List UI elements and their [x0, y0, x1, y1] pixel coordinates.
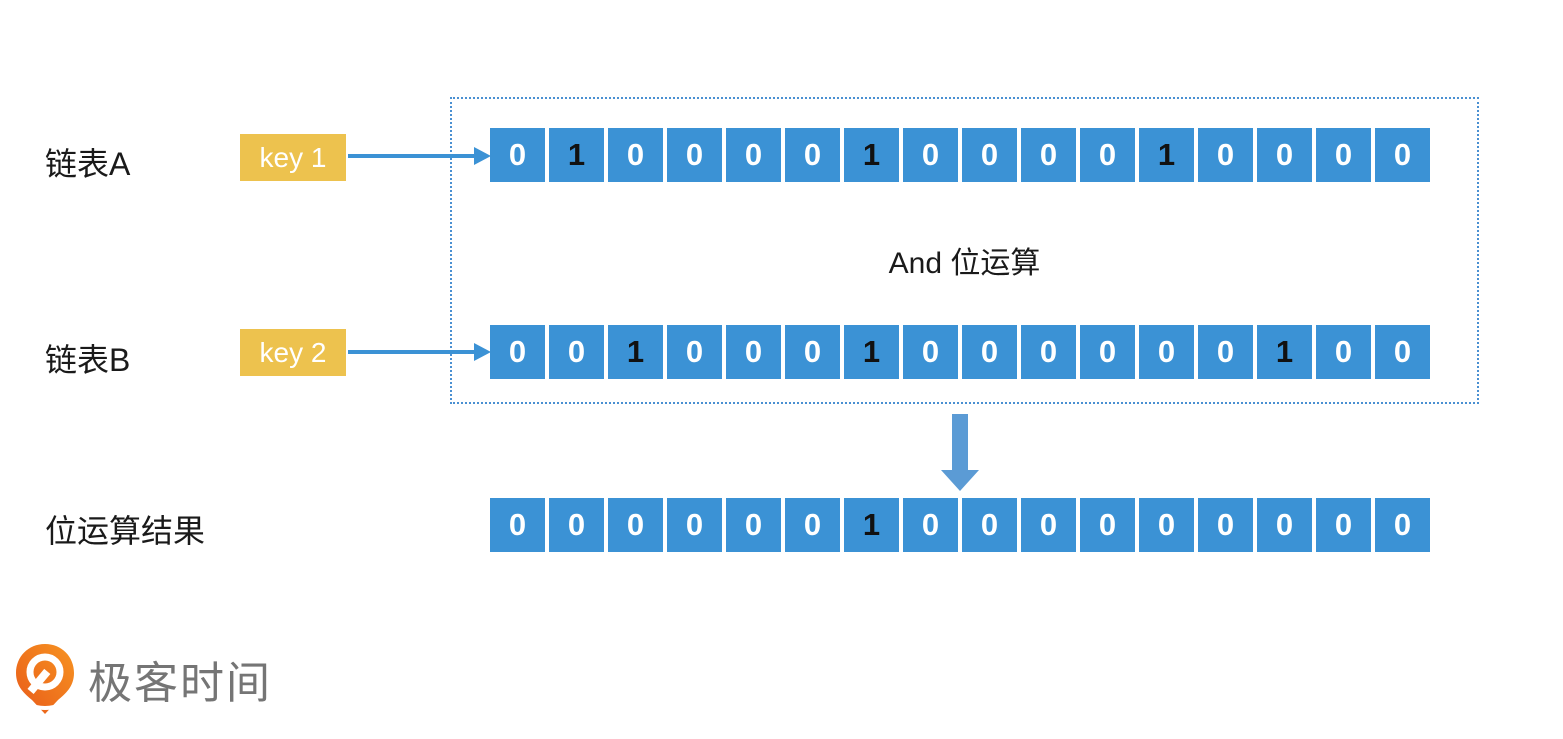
bit-cell: 0 — [1257, 498, 1312, 552]
bit-cell: 0 — [1375, 325, 1430, 379]
bit-cell: 0 — [667, 325, 722, 379]
bit-cell: 0 — [1316, 498, 1371, 552]
bit-cell: 0 — [1021, 325, 1076, 379]
geektime-logo: 极客时间 — [14, 642, 272, 716]
bit-cell: 0 — [1080, 325, 1135, 379]
bit-cell: 0 — [1139, 325, 1194, 379]
bit-cell: 0 — [903, 128, 958, 182]
bit-cell: 0 — [726, 325, 781, 379]
bit-cell: 1 — [844, 128, 899, 182]
result-label: 位运算结果 — [45, 513, 206, 549]
key1-box: key 1 — [240, 134, 346, 181]
bit-cell: 0 — [1375, 128, 1430, 182]
bit-cell: 0 — [1198, 128, 1253, 182]
geektime-pin-icon — [16, 644, 74, 714]
bit-cell: 0 — [490, 128, 545, 182]
bit-cell: 0 — [1316, 325, 1371, 379]
bit-cell: 0 — [785, 325, 840, 379]
bit-cell: 1 — [1257, 325, 1312, 379]
bit-cell: 1 — [844, 498, 899, 552]
bit-cell: 0 — [490, 325, 545, 379]
bit-cell: 0 — [1080, 498, 1135, 552]
and-operation-group-box — [450, 97, 1479, 404]
geektime-logo-text: 极客时间 — [88, 659, 272, 708]
bit-cell: 0 — [1139, 498, 1194, 552]
bit-cell: 0 — [726, 498, 781, 552]
bit-cell: 0 — [667, 498, 722, 552]
bit-cell: 0 — [962, 498, 1017, 552]
bit-cell: 0 — [549, 498, 604, 552]
bit-cell: 1 — [1139, 128, 1194, 182]
bit-cell: 0 — [1021, 498, 1076, 552]
bit-cell: 0 — [549, 325, 604, 379]
bit-cell: 1 — [608, 325, 663, 379]
bit-cell: 0 — [1080, 128, 1135, 182]
bit-cell: 0 — [785, 498, 840, 552]
bit-cell: 0 — [1198, 498, 1253, 552]
bit-cell: 0 — [903, 325, 958, 379]
key2-box: key 2 — [240, 329, 346, 376]
bit-cell: 0 — [726, 128, 781, 182]
bit-cell: 1 — [549, 128, 604, 182]
bit-cell: 0 — [903, 498, 958, 552]
bit-cell: 1 — [844, 325, 899, 379]
result-down-arrow-icon — [941, 414, 979, 491]
bit-cell: 0 — [608, 128, 663, 182]
list-a-label: 链表A — [45, 146, 131, 182]
bit-cell: 0 — [490, 498, 545, 552]
key2-arrow-icon — [348, 343, 491, 361]
key1-arrow-icon — [348, 147, 491, 165]
bit-cell: 0 — [1257, 128, 1312, 182]
bit-cell: 0 — [1198, 325, 1253, 379]
bit-cell: 0 — [1021, 128, 1076, 182]
list-b-label: 链表B — [45, 342, 131, 378]
operation-label: And 位运算 — [888, 247, 1041, 280]
bit-cell: 0 — [1316, 128, 1371, 182]
bit-cell: 0 — [608, 498, 663, 552]
bit-cell: 0 — [667, 128, 722, 182]
bit-cell: 0 — [962, 128, 1017, 182]
bit-cell: 0 — [1375, 498, 1430, 552]
bit-cell: 0 — [962, 325, 1017, 379]
bit-cell: 0 — [785, 128, 840, 182]
